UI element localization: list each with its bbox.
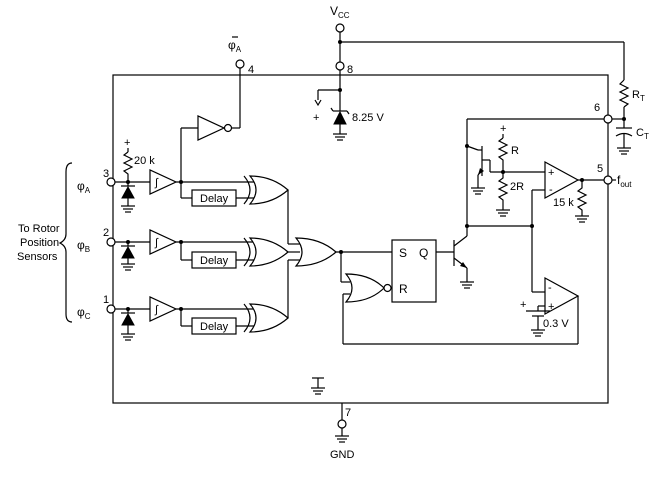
pin1-terminal [106, 304, 116, 314]
pullup-resistor-a [122, 151, 134, 182]
vcc-terminal [335, 23, 345, 33]
pin7-label: 7 [345, 407, 351, 419]
rotor-brace [58, 162, 73, 323]
fout-label: fout [617, 173, 632, 189]
pin6-label: 6 [594, 102, 600, 114]
ref-voltage-label: 0.3 V [543, 318, 569, 330]
resistor-15k [576, 180, 588, 216]
pin5-label: 5 [597, 163, 603, 175]
input-phi-b-label: φB [77, 238, 90, 254]
phi-a-out-label: φA [228, 38, 242, 54]
resistor-r-label: R [511, 145, 519, 157]
ct-label: CT [636, 127, 649, 141]
schmitt-buffer-c [149, 296, 178, 322]
rotor-label-3: Sensors [17, 251, 58, 263]
clamp-zener-b [121, 245, 135, 259]
threshold-transistor [466, 145, 490, 176]
input-phi-a-label: φA [77, 179, 91, 195]
svg-text:+: + [548, 167, 554, 179]
pin7-terminal [337, 419, 347, 429]
svg-text:Delay: Delay [200, 321, 229, 333]
or-gate [294, 237, 337, 267]
pin4-label: 4 [248, 64, 254, 76]
xor-gate-b [248, 237, 289, 267]
svg-text:∫: ∫ [154, 237, 159, 249]
svg-text:Delay: Delay [200, 193, 229, 205]
gnd-label: GND [330, 449, 355, 461]
resistor-2r-label: 2R [510, 181, 524, 193]
discharge-transistor [453, 235, 468, 269]
rotor-label-1: To Rotor [18, 223, 60, 235]
pin2-terminal [106, 237, 116, 247]
nor-gate [344, 273, 385, 303]
pin8-terminal [335, 61, 345, 71]
pin5-terminal [603, 175, 613, 185]
svg-text:∫: ∫ [154, 177, 159, 189]
svg-text:+: + [520, 299, 526, 311]
clamp-zener-a [121, 185, 135, 199]
resistor-2r [497, 172, 509, 210]
svg-text:+: + [548, 301, 554, 313]
pin3-label: 3 [103, 168, 109, 180]
zener-voltage-label: 8.25 V [352, 112, 384, 124]
vcc-label: VCC [330, 4, 350, 20]
ff-r-label: R [399, 282, 408, 296]
ct-capacitor [615, 127, 633, 137]
pin6-terminal [603, 114, 613, 124]
zener-diode-8v25 [330, 107, 350, 125]
svg-text:+: + [500, 123, 506, 135]
input-phi-c-label: φC [77, 305, 91, 321]
pin8-label: 8 [347, 64, 353, 76]
svg-text:∫: ∫ [154, 304, 159, 316]
rt-label: RT [632, 89, 645, 103]
ff-s-label: S [399, 246, 407, 260]
schmitt-buffer-a [149, 169, 178, 195]
reset-comparator [544, 276, 580, 316]
clamp-zener-c [121, 312, 135, 326]
output-comparator [544, 160, 580, 200]
svg-text:+: + [124, 137, 130, 149]
pin2-label: 2 [103, 227, 109, 239]
resistor-r [497, 137, 509, 172]
ic-package-outline [112, 74, 609, 404]
inverter-phi-a [197, 115, 226, 141]
pullup-label: 20 k [134, 155, 155, 167]
rotor-label-2: Position [20, 237, 59, 249]
xor-gate-c [248, 303, 289, 333]
svg-text:-: - [549, 184, 553, 196]
pin3-terminal [106, 177, 116, 187]
resistor-15k-label: 15 k [553, 197, 574, 209]
ref-plus-sign: + [313, 112, 319, 124]
xor-gate-a [248, 175, 289, 205]
sr-flip-flop [391, 239, 437, 303]
svg-text:Delay: Delay [200, 255, 229, 267]
schmitt-buffer-b [149, 229, 178, 255]
pin1-label: 1 [103, 294, 109, 306]
svg-text:-: - [548, 282, 552, 294]
ff-q-label: Q [419, 246, 428, 260]
rt-resistor [618, 79, 630, 108]
pin4-terminal [235, 59, 245, 69]
